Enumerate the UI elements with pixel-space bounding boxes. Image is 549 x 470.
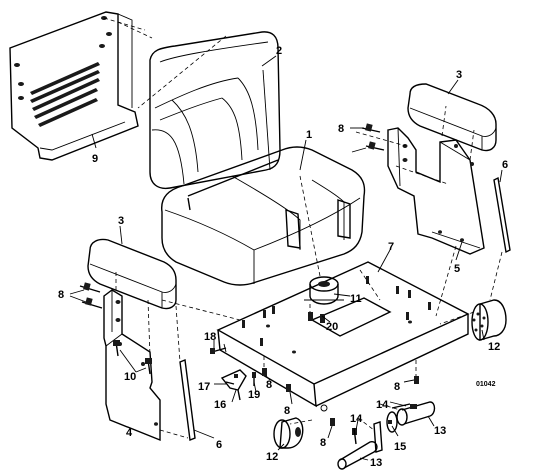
callout-14-lower: 14 bbox=[350, 413, 363, 425]
seat-cushion bbox=[161, 146, 366, 286]
swivel-mount bbox=[304, 276, 344, 305]
callout-19: 19 bbox=[248, 389, 260, 401]
armrest-right bbox=[407, 83, 497, 152]
callout-1: 1 bbox=[306, 129, 312, 141]
pin-right bbox=[386, 401, 436, 433]
callout-3-left: 3 bbox=[118, 215, 124, 227]
callout-14-right: 14 bbox=[376, 399, 389, 411]
callout-9: 9 bbox=[92, 153, 98, 165]
callout-12-right: 12 bbox=[488, 341, 500, 353]
callout-15: 15 bbox=[394, 441, 406, 453]
bolts-upper-right bbox=[361, 123, 385, 151]
callout-8-upper-right: 8 bbox=[338, 123, 344, 135]
right-rod bbox=[493, 176, 511, 254]
bolts-lower bbox=[262, 356, 419, 426]
bolts-10 bbox=[113, 340, 152, 375]
callout-20: 20 bbox=[326, 321, 338, 333]
rear-cover-panel bbox=[9, 11, 153, 161]
seat-back bbox=[149, 31, 281, 190]
right-armrest-bracket bbox=[387, 105, 485, 255]
callout-6-left: 6 bbox=[216, 439, 222, 451]
figure-code: 01042 bbox=[476, 381, 496, 388]
callout-10: 10 bbox=[124, 371, 136, 383]
callout-17: 17 bbox=[198, 381, 210, 393]
callout-2: 2 bbox=[276, 45, 282, 57]
left-rod bbox=[179, 359, 196, 441]
callout-6-right: 6 bbox=[502, 159, 508, 171]
leader-lines bbox=[69, 55, 503, 461]
bolts-upper-left bbox=[79, 282, 103, 309]
left-armrest-bracket bbox=[103, 272, 161, 442]
pin-lower bbox=[337, 421, 383, 470]
callout-4: 4 bbox=[126, 427, 133, 439]
callout-8-mid-b: 8 bbox=[394, 381, 400, 393]
callout-18: 18 bbox=[204, 331, 216, 343]
callout-13-right: 13 bbox=[434, 425, 446, 437]
callout-8-lower: 8 bbox=[320, 437, 326, 449]
callout-7: 7 bbox=[388, 241, 394, 253]
callout-13-lower: 13 bbox=[370, 457, 382, 469]
small-hardware bbox=[352, 403, 417, 445]
callout-8-center: 8 bbox=[284, 405, 290, 417]
bolts-20 bbox=[308, 304, 325, 323]
callout-5: 5 bbox=[454, 263, 460, 275]
assembly-lines bbox=[137, 35, 503, 439]
callout-8-left: 8 bbox=[58, 289, 64, 301]
roller-right bbox=[471, 299, 507, 341]
roller-left bbox=[273, 417, 304, 449]
callout-16: 16 bbox=[214, 399, 226, 411]
callout-labels: 1 2 3 3 4 5 6 6 7 8 8 8 8 8 8 9 10 11 12… bbox=[58, 45, 508, 469]
callout-8-mid-a: 8 bbox=[266, 379, 272, 391]
callout-11: 11 bbox=[350, 293, 362, 305]
callout-3-right: 3 bbox=[456, 69, 462, 81]
armrest-left bbox=[87, 238, 177, 310]
callout-12-left: 12 bbox=[266, 451, 278, 463]
